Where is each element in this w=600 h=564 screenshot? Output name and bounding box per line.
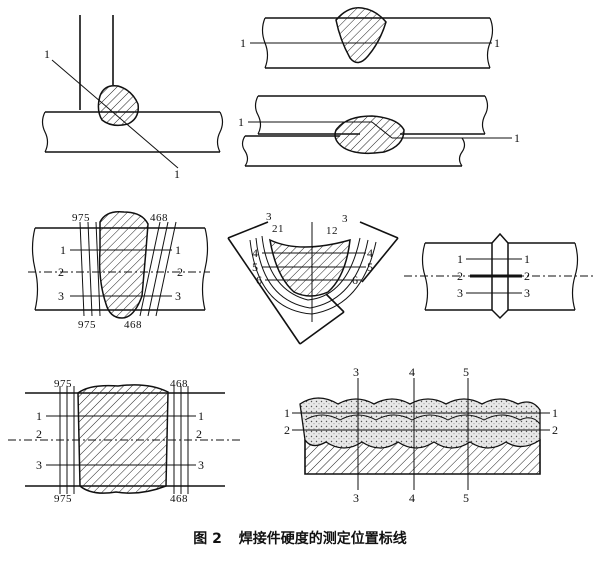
caption-number: 图 2: [193, 531, 222, 547]
col-label: 3: [353, 365, 359, 379]
row-label: 1: [284, 406, 290, 420]
row-label: 4: [252, 246, 258, 260]
haz-labels-left-b: 21: [272, 223, 284, 235]
row-label: 2: [36, 427, 42, 441]
col-label: 4: [409, 491, 415, 505]
line-label: 1: [174, 167, 180, 181]
haz-line-numbers-top-left: 975: [54, 378, 72, 390]
haz-line-numbers-top-right: 468: [170, 378, 188, 390]
line-label: 1: [240, 36, 246, 50]
haz-labels-right-b: 3: [342, 213, 348, 225]
row-label: 3: [36, 458, 42, 472]
weld-bead: [77, 384, 169, 494]
row-label: 1: [524, 252, 530, 266]
row-label: 2: [58, 265, 64, 279]
caption-text: 焊接件硬度的测定位置标线: [238, 531, 407, 547]
surfacing-panel: 3 4 5 3 4 5 1 1 2 2: [284, 365, 558, 505]
figure-caption: 图 2 焊接件硬度的测定位置标线: [0, 528, 600, 548]
line-label: 1: [238, 115, 244, 129]
weld-bead: [335, 7, 387, 64]
haz-line-numbers-bottom-right: 468: [170, 493, 188, 505]
haz-labels-right-a: 12: [326, 225, 338, 237]
groove-weld-panel: 975 468 975 468 1 1 2 2 3 3: [28, 210, 210, 331]
weld-bead: [97, 84, 140, 127]
row-label: 2: [196, 427, 202, 441]
row-label: 2: [552, 423, 558, 437]
row-label: 1: [457, 252, 463, 266]
row-label: 4: [367, 246, 373, 260]
weld-bead: [334, 115, 405, 155]
col-label: 5: [463, 365, 469, 379]
col-label: 3: [353, 491, 359, 505]
row-label: 2: [457, 269, 463, 283]
row-label: 3: [198, 458, 204, 472]
row-label: 3: [524, 286, 530, 300]
haz-line-numbers-bottom-left: 975: [78, 319, 96, 331]
haz-line-numbers-top-right: 468: [150, 212, 168, 224]
col-label: 4: [409, 365, 415, 379]
row-label: 6: [352, 273, 358, 287]
col-label: 5: [463, 491, 469, 505]
wide-weld-panel: 975 468 975 468 1 1 2 2 3 3: [8, 378, 240, 505]
tjoint-panel: 1 1: [41, 15, 224, 181]
haz-labels-left-a: 3: [266, 211, 272, 223]
row-label: 2: [284, 423, 290, 437]
measure-line-1: [51, 59, 179, 169]
row-label: 1: [60, 243, 66, 257]
row-label: 2: [177, 265, 183, 279]
weld-bead: [269, 238, 351, 297]
haz-line-numbers-bottom-right: 468: [124, 319, 142, 331]
row-label: 1: [175, 243, 181, 257]
butt-joint-panel: 1 1: [240, 7, 500, 69]
line-label: 1: [494, 36, 500, 50]
row-label: 6: [256, 273, 262, 287]
row-label: 1: [36, 409, 42, 423]
row-label: 3: [175, 289, 181, 303]
weld-bead: [98, 210, 149, 319]
row-label: 3: [58, 289, 64, 303]
haz-line-numbers-top-left: 975: [72, 212, 90, 224]
thin-butt-panel: 1 1 2 2 3 3: [404, 232, 595, 320]
haz-line-numbers-bottom-left: 975: [54, 493, 72, 505]
row-label: 5: [252, 260, 258, 274]
line-label: 1: [514, 131, 520, 145]
angled-fillet-panel: 3 21 12 3 4 4 5 5 6 6: [227, 211, 399, 345]
line-label: 1: [44, 47, 50, 61]
row-label: 2: [524, 269, 530, 283]
row-label: 1: [552, 406, 558, 420]
surfacing-layer: [299, 397, 541, 449]
row-label: 1: [198, 409, 204, 423]
row-label: 3: [457, 286, 463, 300]
row-label: 5: [367, 260, 373, 274]
lap-joint-panel: 1 1: [238, 95, 520, 167]
